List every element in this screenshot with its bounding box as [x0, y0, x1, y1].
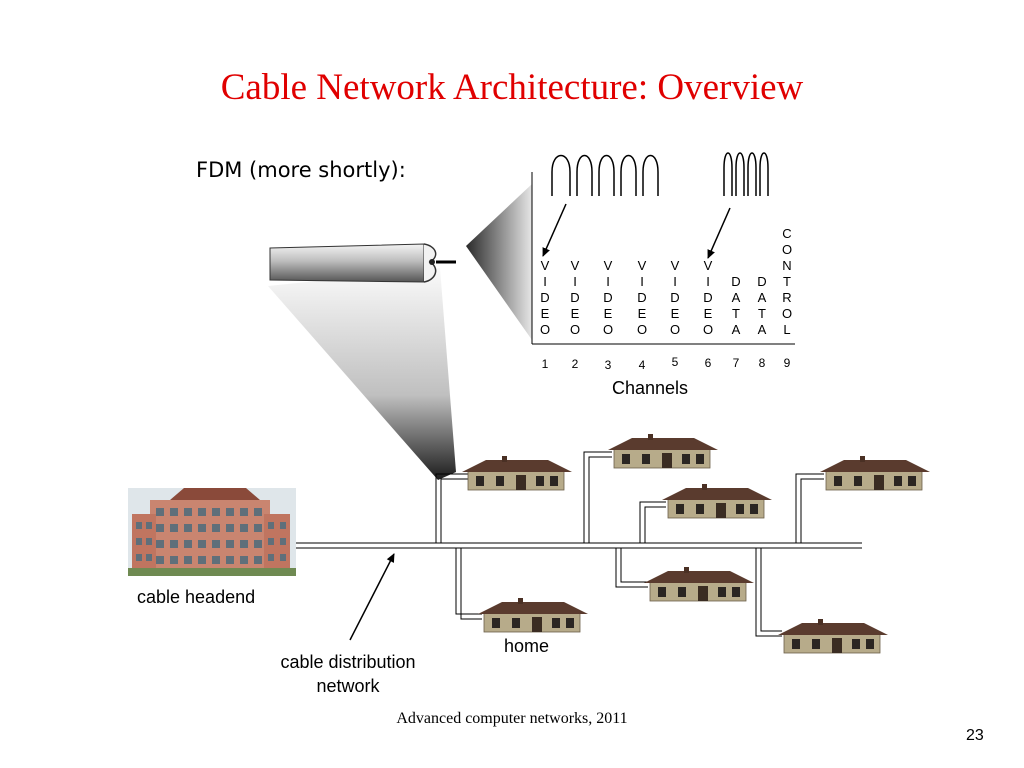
- channel-letter: O: [781, 306, 793, 321]
- channel-letter: L: [783, 322, 791, 337]
- channel-letter: D: [670, 290, 680, 305]
- channel-letter: T: [758, 306, 766, 321]
- channel-letter: D: [757, 274, 767, 289]
- channel-2-number: 2: [571, 357, 579, 371]
- channel-letter: D: [703, 290, 713, 305]
- zoom-beam: [268, 268, 456, 480]
- channel-letter: I: [706, 274, 710, 289]
- channel-letter: E: [703, 306, 713, 321]
- house-3: [661, 483, 773, 519]
- channel-letter: O: [702, 322, 714, 337]
- channel-letter: T: [732, 306, 740, 321]
- channel-letter: A: [757, 322, 767, 337]
- main-distribution-line: [296, 542, 862, 549]
- channel-letter: E: [603, 306, 613, 321]
- channel-letter: V: [570, 258, 580, 273]
- coax-cable: [269, 243, 456, 283]
- channel-letter: O: [569, 322, 581, 337]
- channel-letter: V: [603, 258, 613, 273]
- channel-letter: V: [703, 258, 713, 273]
- distribution-caption-line2: network: [316, 676, 380, 696]
- channel-letter: C: [782, 226, 792, 241]
- house-4: [819, 455, 931, 491]
- channel-9-number: 9: [783, 356, 791, 370]
- channel-letter: N: [782, 258, 792, 273]
- headend-caption: cable headend: [137, 587, 256, 607]
- slide-title: Cable Network Architecture: Overview: [220, 67, 804, 108]
- arrow-wave-to-channel-6: [707, 207, 731, 259]
- waveform-low-frequency: [551, 154, 659, 196]
- channel-letter: D: [540, 290, 550, 305]
- distribution-branches: [435, 451, 824, 637]
- channel-letter: O: [781, 242, 793, 257]
- channel-letter: D: [731, 274, 741, 289]
- channel-4-number: 4: [638, 358, 646, 372]
- channel-letter: R: [782, 290, 792, 305]
- fdm-subtitle: FDM (more shortly):: [196, 158, 406, 182]
- channel-letter: D: [637, 290, 647, 305]
- house-7: [777, 618, 889, 654]
- channel-1-number: 1: [541, 357, 549, 371]
- house-2: [607, 433, 719, 469]
- channel-letter: E: [637, 306, 647, 321]
- channel-letter: O: [636, 322, 648, 337]
- channel-5-number: 5: [671, 355, 679, 369]
- house-5: [477, 597, 589, 633]
- channel-letter: V: [670, 258, 680, 273]
- channel-letter: A: [731, 290, 741, 305]
- channel-letter: I: [606, 274, 610, 289]
- distribution-caption-line1: cable distribution: [280, 652, 416, 672]
- channels-caption: Channels: [612, 378, 689, 398]
- channel-letter: O: [539, 322, 551, 337]
- channel-letter: I: [573, 274, 577, 289]
- page-number: 23: [966, 727, 984, 744]
- channel-letter: E: [540, 306, 550, 321]
- house-1: [461, 455, 573, 491]
- channel-letter: V: [540, 258, 550, 273]
- zoom-cone: [466, 184, 532, 340]
- arrow-to-distribution-line: [349, 553, 395, 641]
- channel-6-number: 6: [704, 356, 712, 370]
- headend-building: [128, 488, 296, 576]
- channel-letter: I: [673, 274, 677, 289]
- channel-letter: E: [670, 306, 680, 321]
- channel-letter: O: [669, 322, 681, 337]
- channel-letter: A: [757, 290, 767, 305]
- home-caption: home: [504, 636, 550, 656]
- channel-letter: T: [783, 274, 791, 289]
- arrow-wave-to-channel-1: [542, 203, 567, 257]
- distribution-caption: cable distribution network: [248, 650, 448, 698]
- channel-letter: O: [602, 322, 614, 337]
- waveform-high-frequency: [723, 152, 769, 196]
- channel-letter: I: [543, 274, 547, 289]
- channel-7-number: 7: [732, 356, 740, 370]
- channel-letter: A: [731, 322, 741, 337]
- channel-letter: E: [570, 306, 580, 321]
- channel-letter: D: [570, 290, 580, 305]
- channel-3-number: 3: [604, 358, 612, 372]
- channel-letter: I: [640, 274, 644, 289]
- channel-8-number: 8: [758, 356, 766, 370]
- channel-letter: D: [603, 290, 613, 305]
- channel-letter: V: [637, 258, 647, 273]
- house-6: [643, 566, 755, 602]
- slide-footer: Advanced computer networks, 2011: [396, 710, 628, 727]
